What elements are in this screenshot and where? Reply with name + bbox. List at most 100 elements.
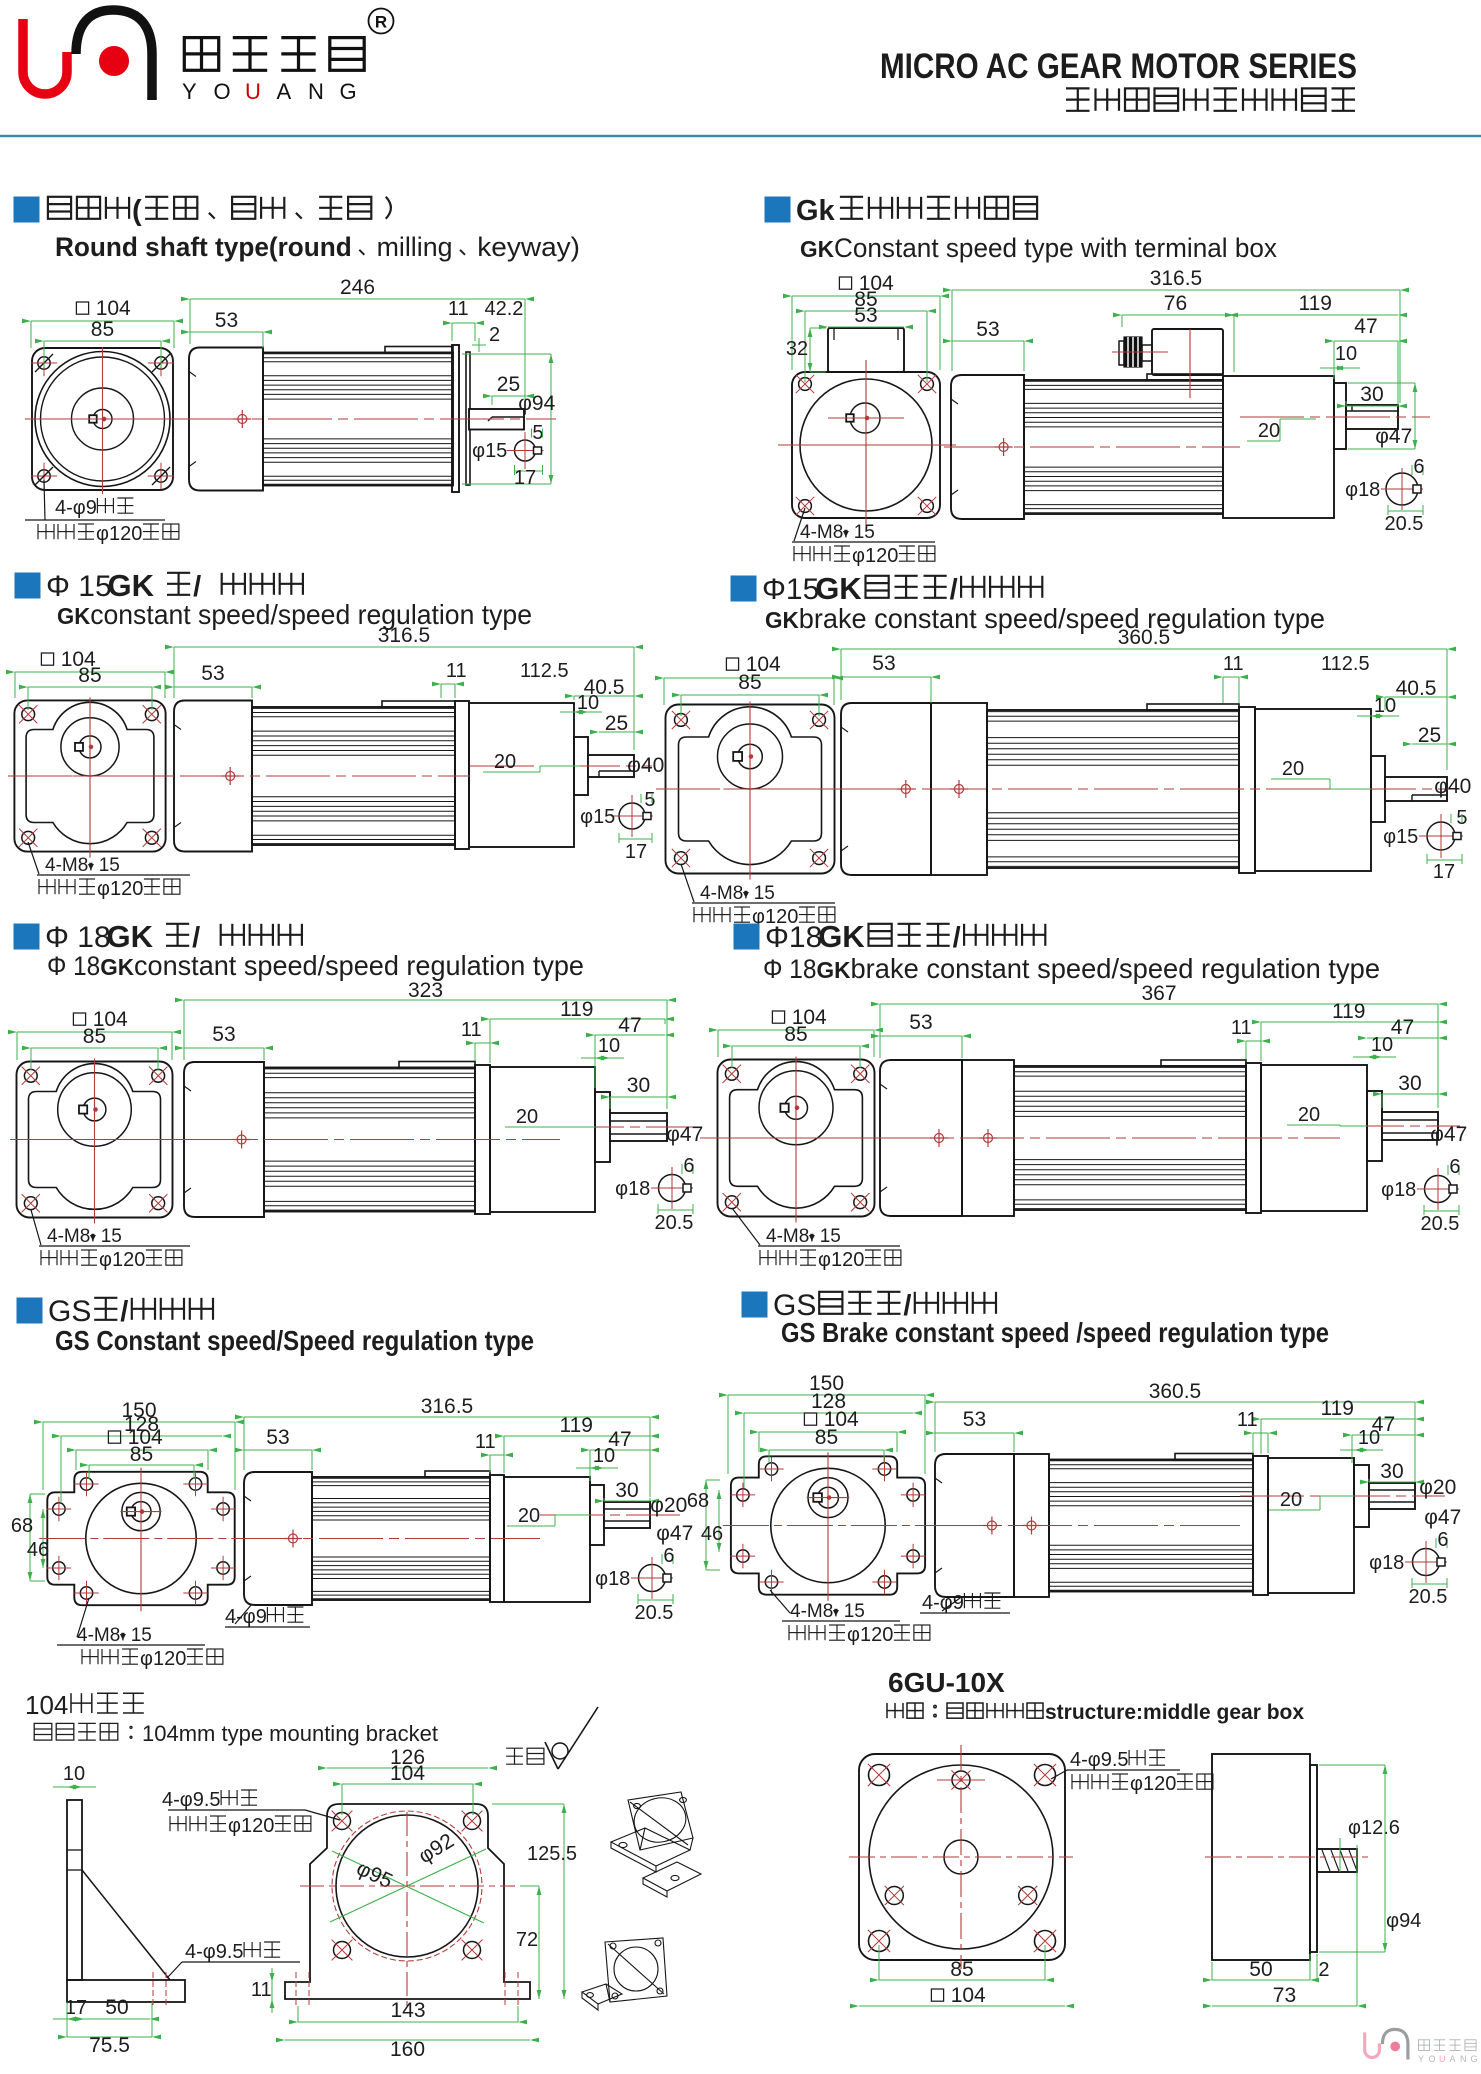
svg-text:5: 5 xyxy=(532,422,543,444)
svg-text:104: 104 xyxy=(792,1006,827,1029)
svg-text:/: / xyxy=(192,922,200,954)
svg-text:φ47: φ47 xyxy=(656,1522,693,1545)
svg-text:119: 119 xyxy=(1321,1397,1354,1420)
svg-text:42.2: 42.2 xyxy=(485,298,524,320)
svg-text:10: 10 xyxy=(63,1763,85,1785)
svg-text:N: N xyxy=(1460,2054,1467,2064)
svg-text:246: 246 xyxy=(340,276,375,299)
svg-text:φ18: φ18 xyxy=(1381,1179,1416,1201)
svg-text:Constant speed type with termi: Constant speed type with terminal box xyxy=(834,233,1277,263)
svg-text:φ15: φ15 xyxy=(472,440,507,462)
svg-text:φ94: φ94 xyxy=(1386,1910,1421,1932)
svg-text:φ120: φ120 xyxy=(1130,1773,1176,1795)
svg-text:73: 73 xyxy=(1273,1984,1296,2007)
svg-text:104: 104 xyxy=(859,272,894,295)
svg-text:112.5: 112.5 xyxy=(1321,653,1370,675)
svg-text:10: 10 xyxy=(598,1035,620,1057)
svg-text:φ40: φ40 xyxy=(627,754,664,777)
svg-text:4-M8: 4-M8 xyxy=(790,1601,833,1622)
svg-text:47: 47 xyxy=(608,1428,631,1451)
svg-text:11: 11 xyxy=(448,298,469,320)
svg-text:53: 53 xyxy=(215,309,238,332)
svg-text:15: 15 xyxy=(820,1226,841,1247)
svg-text:47: 47 xyxy=(1391,1016,1414,1039)
svg-text:15: 15 xyxy=(131,1625,152,1646)
svg-text:20.5: 20.5 xyxy=(655,1212,694,1234)
svg-text:GK: GK xyxy=(818,919,865,954)
svg-text:17: 17 xyxy=(514,467,536,489)
svg-text:φ120: φ120 xyxy=(96,523,142,545)
svg-text:G: G xyxy=(340,79,357,104)
svg-text:11: 11 xyxy=(475,1431,496,1453)
svg-text:47: 47 xyxy=(618,1014,641,1037)
svg-text:6: 6 xyxy=(663,1545,674,1567)
svg-text:4-M8: 4-M8 xyxy=(45,855,88,876)
svg-text:10: 10 xyxy=(1358,1427,1380,1449)
svg-text:4-M8: 4-M8 xyxy=(700,883,743,904)
svg-text:4-φ9.5: 4-φ9.5 xyxy=(185,1941,244,1963)
svg-text:MICRO AC GEAR MOTOR SERIES: MICRO AC GEAR MOTOR SERIES xyxy=(880,47,1357,86)
svg-text:85: 85 xyxy=(83,1025,106,1048)
svg-text:367: 367 xyxy=(1142,982,1177,1005)
svg-text:20: 20 xyxy=(1258,420,1280,442)
svg-text:316.5: 316.5 xyxy=(378,624,431,647)
svg-text:φ40: φ40 xyxy=(1434,775,1471,798)
svg-text:φ18: φ18 xyxy=(595,1568,630,1590)
svg-text:17: 17 xyxy=(1433,861,1455,883)
svg-text:17: 17 xyxy=(625,841,647,863)
svg-text:GS Constant speed/Speed regula: GS Constant speed/Speed regulation type xyxy=(55,1325,534,1356)
svg-text:4-φ9.5: 4-φ9.5 xyxy=(162,1789,221,1811)
svg-text:72: 72 xyxy=(516,1929,538,1951)
svg-text:6GU-10X: 6GU-10X xyxy=(888,1667,1005,1698)
svg-text:brake constant speed/speed reg: brake constant speed/speed regulation ty… xyxy=(799,603,1325,634)
svg-text:GS: GS xyxy=(48,1295,91,1328)
svg-text:150: 150 xyxy=(809,1372,844,1395)
svg-text:15: 15 xyxy=(844,1601,865,1622)
svg-text:/: / xyxy=(903,1290,911,1322)
svg-text:53: 53 xyxy=(872,652,895,675)
svg-text:85: 85 xyxy=(784,1023,807,1046)
svg-text:20.5: 20.5 xyxy=(1385,513,1424,535)
svg-text:53: 53 xyxy=(854,304,877,327)
svg-text:(: ( xyxy=(132,195,142,227)
svg-text:φ20: φ20 xyxy=(1419,1476,1456,1499)
svg-text:10: 10 xyxy=(1374,695,1396,717)
svg-text:φ47: φ47 xyxy=(666,1123,703,1146)
svg-text:104mm type mounting bracket: 104mm type mounting bracket xyxy=(142,1721,438,1746)
svg-text:φ15: φ15 xyxy=(580,806,615,828)
svg-text:76: 76 xyxy=(1164,292,1187,315)
svg-text:20.5: 20.5 xyxy=(1409,1586,1448,1608)
svg-text:10: 10 xyxy=(577,692,599,714)
svg-text:φ120: φ120 xyxy=(99,1249,145,1271)
svg-text:O: O xyxy=(1429,2054,1436,2064)
svg-text:φ120: φ120 xyxy=(852,545,898,567)
svg-text:φ94: φ94 xyxy=(518,392,555,415)
svg-text:constant speed/speed regulatio: constant speed/speed regulation type xyxy=(90,599,532,630)
svg-text:85: 85 xyxy=(815,1426,838,1449)
svg-text:30: 30 xyxy=(1380,1460,1403,1483)
svg-text:GK: GK xyxy=(107,919,154,954)
svg-text:104: 104 xyxy=(93,1008,128,1031)
svg-text:11: 11 xyxy=(1231,1017,1252,1039)
svg-text:20.5: 20.5 xyxy=(635,1602,674,1624)
svg-text:2: 2 xyxy=(489,324,500,346)
svg-text:25: 25 xyxy=(497,373,520,396)
svg-text:φ18: φ18 xyxy=(615,1178,650,1200)
svg-text:50: 50 xyxy=(1249,1958,1272,1981)
svg-text:φ120: φ120 xyxy=(752,906,798,928)
svg-text:/: / xyxy=(120,1296,128,1328)
svg-text:128: 128 xyxy=(124,1413,159,1436)
svg-text:53: 53 xyxy=(963,1408,986,1431)
svg-text:GS: GS xyxy=(773,1289,816,1322)
svg-text:119: 119 xyxy=(560,1414,593,1437)
svg-text:φ12.6: φ12.6 xyxy=(1348,1817,1400,1839)
svg-text:30: 30 xyxy=(615,1479,638,1502)
svg-text:4-φ9: 4-φ9 xyxy=(225,1606,267,1628)
svg-text:68: 68 xyxy=(11,1515,33,1537)
svg-text:85: 85 xyxy=(130,1443,153,1466)
svg-text:85: 85 xyxy=(854,288,877,311)
svg-text:Round shaft type(round: Round shaft type(round xyxy=(55,232,352,262)
svg-text:GK: GK xyxy=(800,236,834,262)
svg-text:φ18: φ18 xyxy=(1345,479,1380,501)
svg-text:85: 85 xyxy=(78,664,101,687)
